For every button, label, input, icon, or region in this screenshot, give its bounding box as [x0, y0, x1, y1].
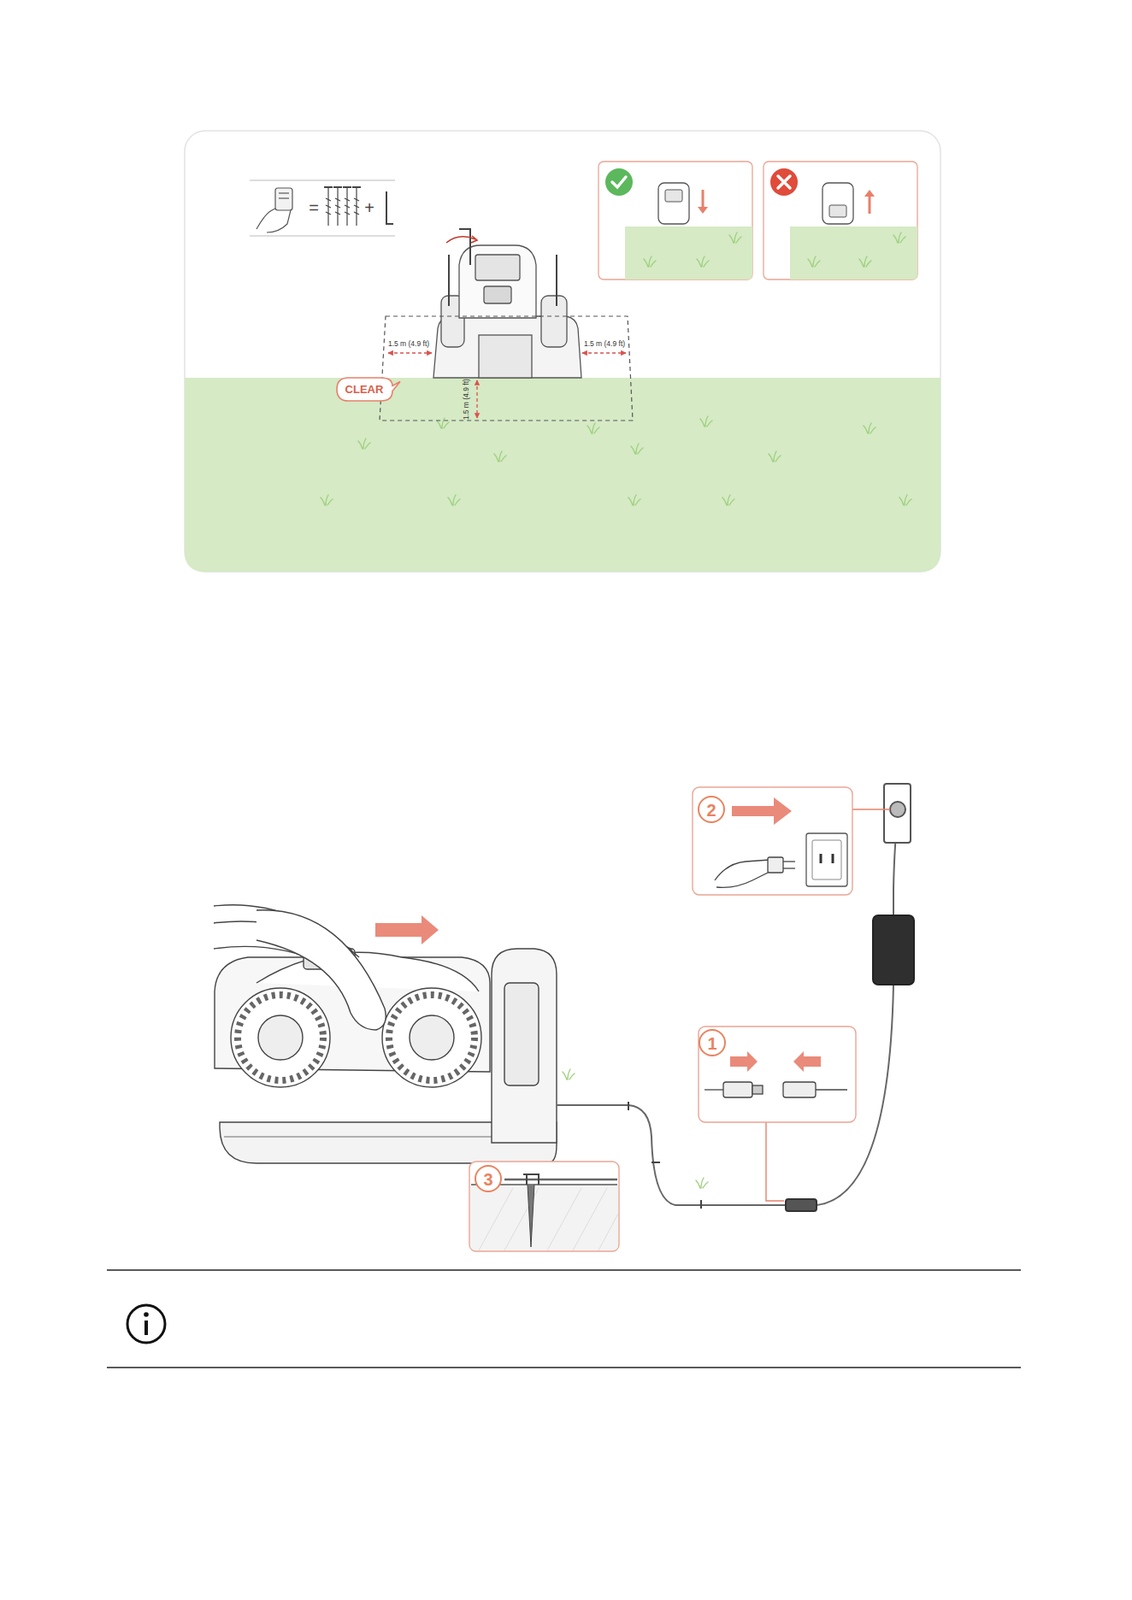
outlet-callout [692, 787, 853, 896]
callout-number: 3 [483, 1171, 493, 1189]
equals-sign: = [308, 199, 319, 217]
callout-number: 2 [706, 801, 716, 820]
callout-bubble: CLEAR [336, 377, 393, 401]
dimension-label: 1.5 m (4.9 ft) [462, 378, 471, 420]
dimension-label: 1.5 m (4.9 ft) [582, 339, 627, 349]
grass-tufts [320, 416, 912, 506]
correct-orientation [598, 161, 753, 280]
wrong-orientation [763, 161, 918, 280]
power-cable [556, 784, 914, 1212]
callout-leaders [766, 809, 891, 1202]
stake-callout [469, 1161, 620, 1252]
push-arrow [375, 915, 439, 945]
info-note [106, 1270, 1021, 1368]
charging-station [433, 229, 582, 378]
mower-docking [213, 905, 557, 1164]
bubble-text: CLEAR [345, 383, 384, 396]
plus-sign: + [364, 199, 375, 217]
callout-number: 1 [707, 1035, 717, 1053]
clear-area [379, 316, 633, 421]
accessories-inset [249, 180, 396, 236]
installation-panel [184, 130, 941, 572]
connector-callout [698, 1026, 856, 1123]
dimension-label: 1.5 m (4.9 ft) [386, 339, 431, 349]
